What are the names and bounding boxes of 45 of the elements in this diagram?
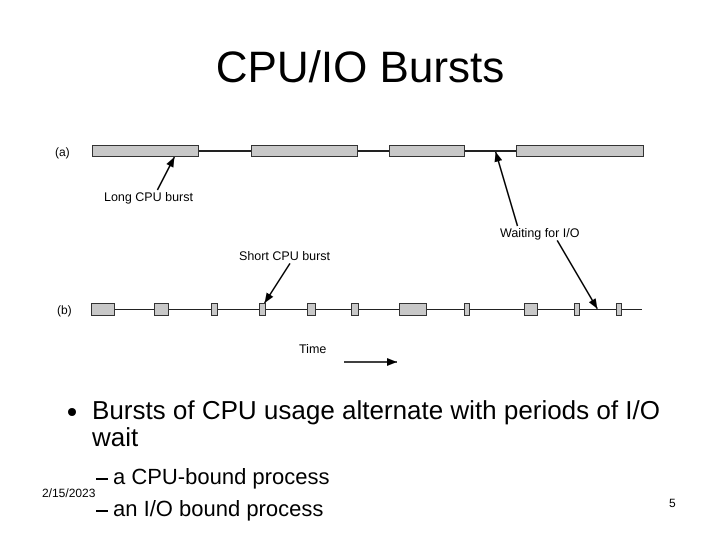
sub-bullet-text: an I/O bound process bbox=[113, 496, 324, 522]
io-wait-line bbox=[218, 308, 259, 310]
io-wait-line bbox=[465, 150, 516, 152]
io-wait-line bbox=[316, 308, 351, 310]
callout-label: Waiting for I/O bbox=[500, 226, 580, 240]
bullet-text: Bursts of CPU usage alternate with periods of I/O wait bbox=[92, 397, 661, 451]
sub-bullet-text: a CPU-bound process bbox=[113, 464, 330, 490]
cpu-burst-bar bbox=[399, 303, 427, 316]
io-wait-line bbox=[169, 308, 211, 310]
io-wait-line bbox=[580, 308, 616, 310]
slide-title: CPU/IO Bursts bbox=[216, 43, 504, 94]
io-wait-line bbox=[538, 308, 574, 310]
cpu-burst-bar bbox=[259, 303, 266, 316]
cpu-burst-bar bbox=[351, 303, 359, 316]
cpu-burst-bar bbox=[251, 145, 358, 157]
leader-arrow bbox=[494, 151, 518, 226]
callout-label: Long CPU burst bbox=[104, 190, 193, 204]
axis-label: Time bbox=[299, 342, 326, 356]
cpu-burst-bar bbox=[211, 303, 218, 316]
io-wait-line bbox=[115, 308, 154, 310]
cpu-burst-bar bbox=[574, 303, 580, 316]
io-wait-line bbox=[358, 150, 389, 152]
cpu-burst-bar bbox=[516, 145, 644, 157]
leader-arrow bbox=[156, 156, 176, 190]
cpu-burst-bar bbox=[307, 303, 316, 316]
io-wait-line bbox=[266, 308, 307, 310]
page-number: 5 bbox=[669, 497, 676, 511]
leader-arrow bbox=[264, 263, 291, 304]
cpu-burst-bar bbox=[92, 145, 199, 157]
row-label: (b) bbox=[57, 304, 72, 318]
cpu-burst-bar bbox=[91, 303, 115, 316]
cpu-burst-bar bbox=[464, 303, 470, 316]
callout-label: Short CPU burst bbox=[239, 249, 330, 264]
row-label: (a) bbox=[55, 146, 70, 160]
io-wait-line bbox=[199, 150, 251, 152]
leader-arrow bbox=[556, 240, 598, 310]
io-wait-line bbox=[427, 308, 464, 310]
cpu-burst-bar bbox=[616, 303, 622, 316]
cpu-burst-bar bbox=[524, 303, 538, 316]
io-wait-line bbox=[470, 308, 524, 310]
cpu-burst-bar bbox=[154, 303, 169, 316]
io-wait-line bbox=[359, 308, 399, 310]
date-text: 2/15/2023 bbox=[42, 487, 96, 501]
io-wait-line bbox=[622, 308, 642, 310]
cpu-burst-bar bbox=[389, 145, 465, 157]
